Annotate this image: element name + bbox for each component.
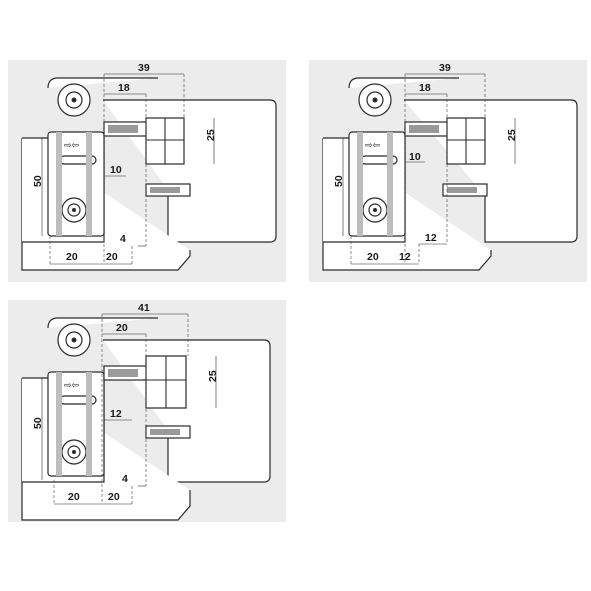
dim-top-total: 39 — [138, 62, 150, 74]
dimension-lines — [41, 73, 215, 265]
dim-bottom-b: 20 — [108, 491, 120, 503]
dimension-lines — [41, 313, 217, 505]
arrows-marker: ⇨⇦ — [64, 140, 80, 150]
hinge-geometry — [21, 317, 271, 521]
dim-height-right: 25 — [205, 129, 217, 141]
hinge-drawing-1: ⇨⇦ 39 18 25 10 50 4 20 20 — [21, 62, 277, 271]
dim-top-total: 39 — [439, 62, 451, 74]
dim-top-inner: 20 — [116, 322, 128, 334]
hinge-drawing-2: ⇨⇦ 39 18 25 10 50 12 20 12 — [322, 62, 578, 271]
arrows-marker: ⇨⇦ — [365, 140, 381, 150]
dim-bottom-gap: 4 — [120, 233, 126, 245]
hinge-diagram-panel-3: ⇨⇦ 41 20 25 12 50 4 20 20 — [8, 300, 286, 522]
dim-mid-gap: 10 — [409, 151, 421, 163]
hinge-drawing-3: ⇨⇦ 41 20 25 12 50 4 20 20 — [21, 302, 271, 521]
hinge-diagram-panel-1: ⇨⇦ 39 18 25 10 50 4 20 20 — [8, 60, 286, 282]
dim-bottom-a: 20 — [66, 251, 78, 263]
dim-bottom-a: 20 — [367, 251, 379, 263]
dim-top-inner: 18 — [419, 82, 431, 94]
arrows-marker: ⇨⇦ — [64, 380, 80, 390]
dim-top-total: 41 — [138, 302, 150, 314]
dim-height-left: 50 — [32, 175, 44, 187]
dim-height-left: 50 — [333, 175, 345, 187]
dim-height-left: 50 — [32, 417, 44, 429]
hinge-geometry — [322, 77, 578, 271]
dim-bottom-gap: 12 — [425, 232, 437, 244]
dimension-lines — [342, 73, 516, 265]
dim-mid-gap: 12 — [110, 408, 122, 420]
dim-height-right: 25 — [207, 370, 219, 382]
hinge-diagram-panel-2: ⇨⇦ 39 18 25 10 50 12 20 12 — [309, 60, 587, 282]
dim-top-inner: 18 — [118, 82, 130, 94]
dim-bottom-gap: 4 — [122, 473, 128, 485]
dim-bottom-a: 20 — [68, 491, 80, 503]
dim-height-right: 25 — [506, 129, 518, 141]
dim-bottom-b: 20 — [106, 251, 118, 263]
dim-mid-gap: 10 — [110, 164, 122, 176]
dim-bottom-b: 12 — [399, 251, 411, 263]
hinge-geometry — [21, 77, 277, 271]
